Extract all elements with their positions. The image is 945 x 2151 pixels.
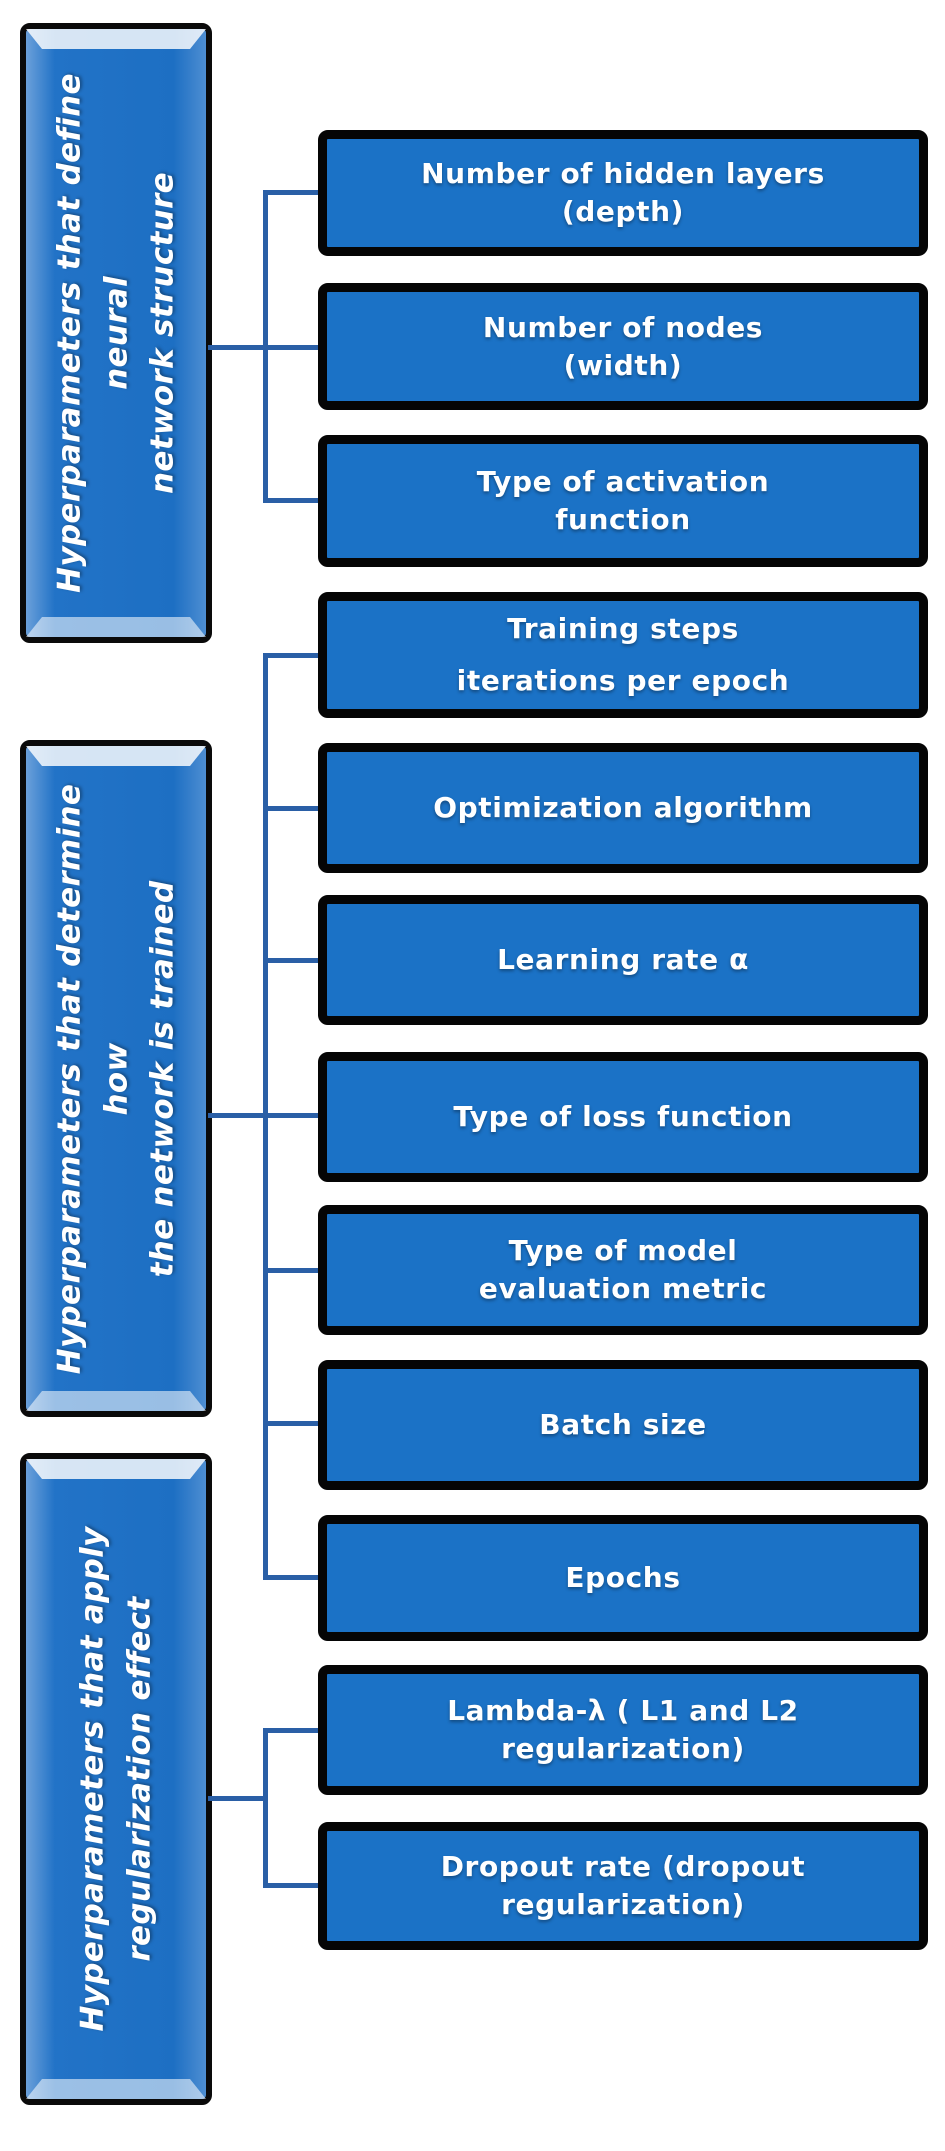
category-label: Hyperparameters that define neural netwo…: [51, 73, 181, 593]
connector-line: [263, 1728, 268, 1888]
connector-line: [263, 1883, 318, 1888]
item-box-hidden-layers: Number of hidden layers (depth): [318, 130, 928, 256]
item-box-lambda-regularization: Lambda-λ ( L1 and L2 regularization): [318, 1665, 928, 1795]
category-box-regularization: Hyperparameters that apply regularizatio…: [20, 1453, 212, 2105]
connector-line: [263, 1728, 318, 1733]
connector-line: [263, 1268, 318, 1273]
connector-line: [263, 190, 268, 503]
item-box-learning-rate: Learning rate α: [318, 895, 928, 1025]
connector-line: [263, 653, 318, 658]
connector-line: [263, 806, 318, 811]
category-label: Hyperparameters that apply regularizatio…: [74, 1526, 158, 2032]
connector-line: [263, 190, 318, 195]
item-box-dropout-rate: Dropout rate (dropout regularization): [318, 1822, 928, 1950]
item-box-loss-function: Type of loss function: [318, 1052, 928, 1182]
item-box-number-of-nodes: Number of nodes (width): [318, 283, 928, 410]
connector-line: [263, 498, 318, 503]
item-box-training-steps: Training steps iterations per epoch: [318, 592, 928, 718]
category-label: Hyperparameters that determine how the n…: [51, 783, 181, 1374]
item-box-evaluation-metric: Type of model evaluation metric: [318, 1205, 928, 1335]
connector-line: [263, 958, 318, 963]
connector-line: [263, 1575, 318, 1580]
item-box-optimization-algorithm: Optimization algorithm: [318, 743, 928, 873]
item-box-batch-size: Batch size: [318, 1360, 928, 1490]
connector-line: [263, 1421, 318, 1426]
connector-line: [208, 1796, 268, 1801]
connector-line: [263, 653, 268, 1580]
category-box-network-structure: Hyperparameters that define neural netwo…: [20, 23, 212, 643]
category-box-how-trained: Hyperparameters that determine how the n…: [20, 740, 212, 1417]
item-box-activation-function: Type of activation function: [318, 435, 928, 567]
item-box-epochs: Epochs: [318, 1515, 928, 1641]
